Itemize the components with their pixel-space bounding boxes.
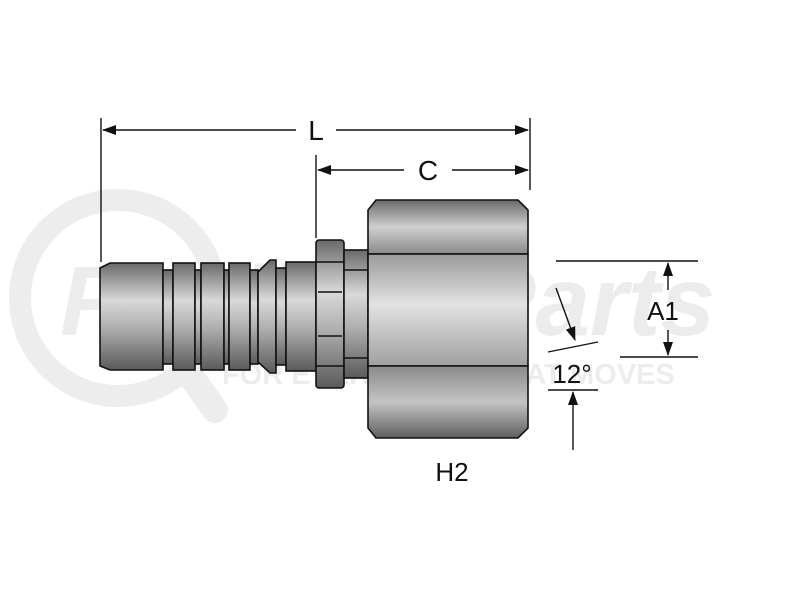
angle-leader-top xyxy=(555,287,576,341)
label-length: L xyxy=(308,115,324,146)
stem-ring-3 xyxy=(228,262,251,371)
angle-line-upper xyxy=(547,341,599,353)
stem-barb-2 xyxy=(194,269,202,365)
stem-barb-4 xyxy=(249,269,259,365)
hex-nut-middle-face xyxy=(367,253,529,367)
label-thread-dimension: A1 xyxy=(647,296,679,326)
hose-fitting xyxy=(99,199,529,439)
stem-cone xyxy=(257,259,277,374)
label-cutoff: C xyxy=(418,155,438,186)
dimension-labels: L C A1 12° H2 xyxy=(308,115,679,487)
hex-nut-bottom-face xyxy=(367,365,529,439)
dimensions xyxy=(100,118,698,450)
stem-nose xyxy=(99,262,164,371)
label-hex: H2 xyxy=(435,457,468,487)
stem-shank xyxy=(285,261,317,372)
collar-sleeve xyxy=(343,249,369,379)
hex-nut xyxy=(367,199,529,439)
stem-neck xyxy=(275,267,287,366)
hex-nut-top-face xyxy=(367,199,529,255)
label-angle: 12° xyxy=(552,359,591,389)
stem-barb-1 xyxy=(162,269,174,365)
stem-ring-2 xyxy=(200,262,225,371)
stem-ring-1 xyxy=(172,262,196,371)
